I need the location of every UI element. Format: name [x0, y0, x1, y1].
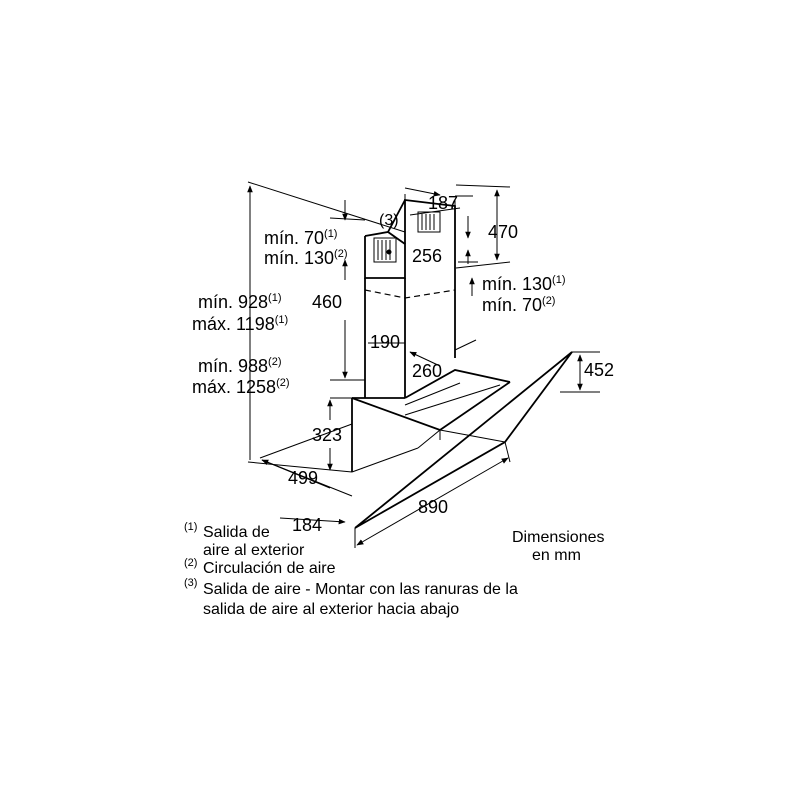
units-line-1: Dimensiones — [512, 529, 604, 546]
footnote-2-mark: (2) — [184, 557, 197, 569]
dim-890: 890 — [418, 497, 448, 517]
dim-184: 184 — [292, 515, 322, 535]
label-right-min-130: mín. 130(1) — [482, 274, 566, 294]
hood-drawing — [351, 198, 573, 529]
units-note: Dimensiones en mm — [512, 529, 604, 564]
label-right-min-70: mín. 70(2) — [482, 295, 555, 315]
dim-260: 260 — [412, 361, 442, 381]
dim-470: 470 — [488, 222, 518, 242]
dim-452: 452 — [584, 360, 614, 380]
note-3-marker: (3) — [379, 212, 399, 229]
hood-body — [351, 351, 573, 529]
label-min-988: mín. 988(2) — [198, 356, 282, 376]
dim-323: 323 — [312, 425, 342, 445]
dim-190: 190 — [370, 332, 400, 352]
dimension-lines — [247, 181, 600, 548]
label-max-1198: máx. 1198(1) — [192, 314, 288, 334]
footnote-1-mark: (1) — [184, 521, 197, 533]
footnote-1-line-2: aire al exterior — [203, 542, 305, 559]
dim-256: 256 — [412, 246, 442, 266]
footnotes: (1) Salida de aire al exterior (2) Circu… — [184, 521, 518, 618]
label-min-70: mín. 70(1) — [264, 228, 337, 248]
footnote-3-line-2: salida de aire al exterior hacia abajo — [203, 601, 459, 618]
footnote-3-line-1: Salida de aire - Montar con las ranuras … — [203, 581, 518, 598]
dim-187: 187 — [428, 193, 458, 213]
footnote-3-mark: (3) — [184, 577, 197, 589]
footnote-1-line-1: Salida de — [203, 524, 270, 541]
units-line-2: en mm — [532, 547, 581, 564]
footnote-2-line-1: Circulación de aire — [203, 560, 336, 577]
label-min-928: mín. 928(1) — [198, 292, 282, 312]
label-max-1258: máx. 1258(2) — [192, 377, 290, 397]
dimension-labels: 187 470 256 460 190 260 452 323 499 890 … — [192, 193, 614, 535]
dim-499: 499 — [288, 468, 318, 488]
label-min-130: mín. 130(2) — [264, 248, 348, 268]
dim-460: 460 — [312, 292, 342, 312]
